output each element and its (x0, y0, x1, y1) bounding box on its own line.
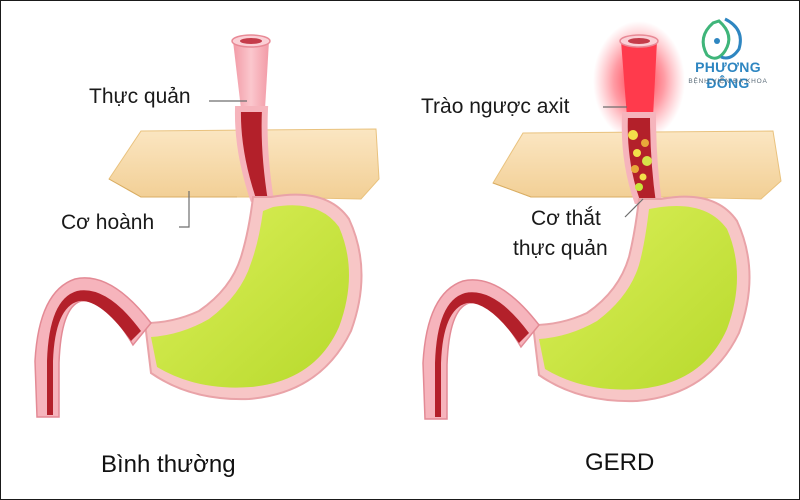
normal-duodenum (47, 290, 141, 415)
logo-brand: PHƯƠNG ĐÔNG (695, 59, 761, 91)
diaphragm-leader-line (179, 191, 190, 228)
caption-normal: Bình thường (101, 451, 236, 478)
gerd-anatomy (422, 21, 782, 420)
gerd-esophagus (619, 34, 659, 117)
phuong-dong-leaf-logo-icon (701, 17, 742, 60)
label-sphincter-line1: Cơ thắt (531, 207, 601, 230)
normal-esophagus (231, 34, 271, 109)
caption-gerd: GERD (585, 449, 655, 476)
hospital-logo: PHƯƠNG ĐÔNG BỆNH VIỆN ĐA KHOA (673, 15, 783, 95)
normal-stomach (151, 205, 349, 388)
label-sphincter-line2: thực quản (513, 237, 608, 260)
label-esophagus: Thực quản (89, 85, 191, 108)
gerd-duodenum (435, 292, 529, 417)
gerd-stomach (539, 205, 737, 390)
logo-subtitle: BỆNH VIỆN ĐA KHOA (688, 78, 768, 85)
sphincter-leader-line (624, 198, 644, 218)
normal-anatomy (34, 34, 380, 418)
label-acid-reflux: Trào ngược axit (421, 95, 570, 118)
acid-particles (628, 130, 652, 191)
label-diaphragm: Cơ hoành (61, 211, 155, 234)
